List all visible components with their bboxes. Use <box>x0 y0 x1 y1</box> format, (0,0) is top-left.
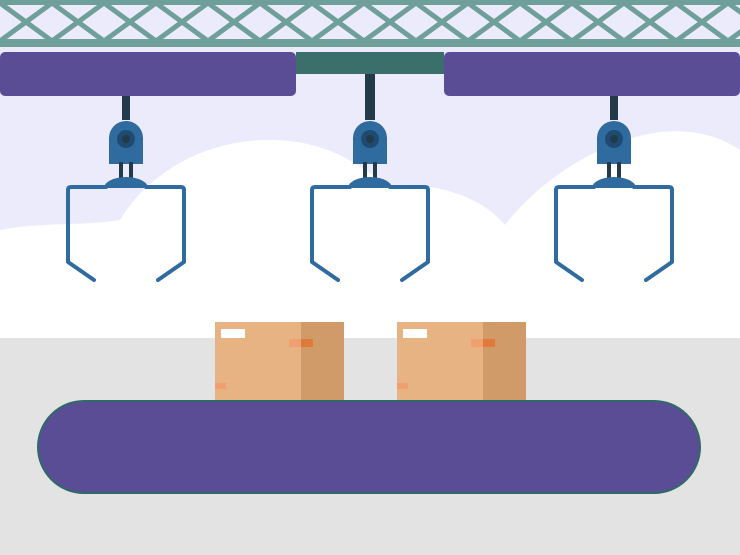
claw-arms <box>310 185 430 282</box>
cardboard-box-right <box>397 322 526 402</box>
robotic-claw-left <box>66 96 186 282</box>
conveyor-belt <box>37 400 701 494</box>
overhead-truss <box>0 0 740 47</box>
robotic-claw-right <box>554 96 674 282</box>
claw-arms <box>66 185 186 282</box>
cardboard-box-left <box>215 322 344 402</box>
truss-diagonals <box>0 0 740 44</box>
claw-rod <box>610 96 618 120</box>
box-tape <box>289 339 301 347</box>
claw-rod <box>365 74 375 120</box>
claw-hub <box>104 177 148 188</box>
box-side <box>483 322 526 402</box>
box-tape <box>471 339 483 347</box>
box-side <box>301 322 344 402</box>
rail-left <box>0 52 296 96</box>
claw-arms <box>554 185 674 282</box>
cloud-shape <box>0 131 740 340</box>
claw-hub <box>348 177 392 188</box>
robotic-claw-center <box>310 74 430 282</box>
rail-center-bracket <box>296 52 444 74</box>
claw-hub <box>592 177 636 188</box>
rail-right <box>444 52 740 96</box>
claw-rod <box>122 96 130 120</box>
box-label <box>403 329 427 338</box>
box-label <box>221 329 245 338</box>
